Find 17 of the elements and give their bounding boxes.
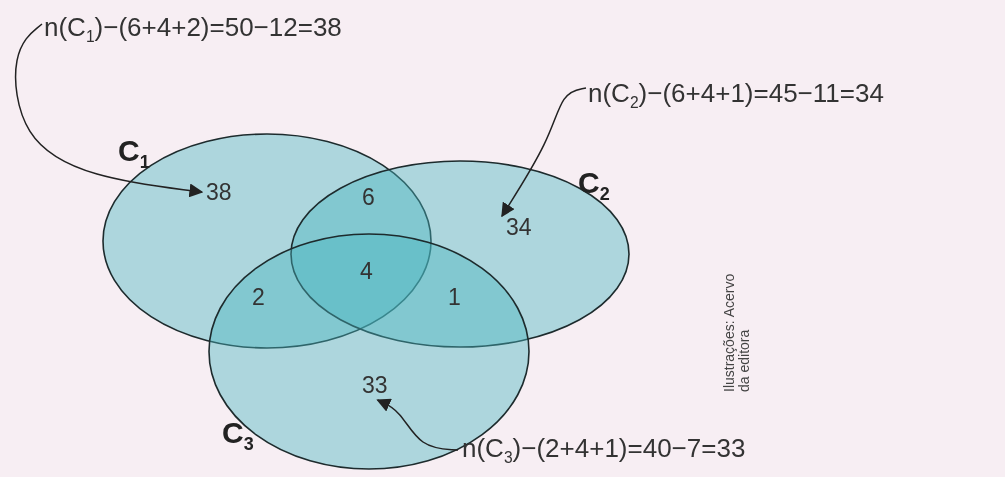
region-count: 34 [506, 214, 532, 240]
formula-text: n(C$_{2}$)−(6+4+1)=45−11=34 [588, 78, 884, 108]
set-name: C$_{2}$ [578, 168, 610, 203]
arrow [376, 398, 459, 451]
region-count: 2 [252, 286, 265, 309]
set-name: C$_{3}$ [222, 418, 254, 453]
region-count: 38 [206, 179, 232, 205]
region-count: 1 [448, 286, 461, 309]
formula-text: n(C$_{1}$)−(6+4+2)=50−12=38 [44, 12, 342, 42]
formula-text: n(C$_{3}$)−(2+4+1)=40−7=33 [462, 433, 746, 463]
region-count: 6 [362, 186, 375, 209]
region-count: 4 [360, 260, 373, 283]
set-name: C$_{1}$ [118, 136, 150, 171]
arrow [14, 23, 204, 198]
region-count: 33 [362, 372, 388, 398]
credit-text: Ilustrações: Acervo da editora [722, 272, 753, 392]
arrow [501, 87, 587, 218]
